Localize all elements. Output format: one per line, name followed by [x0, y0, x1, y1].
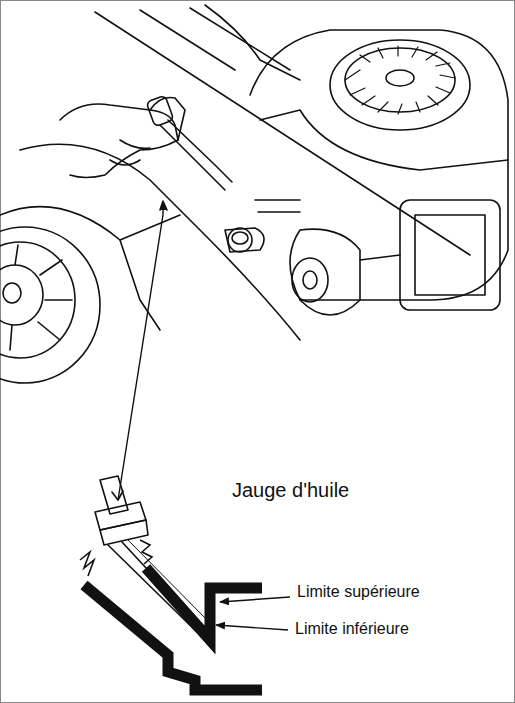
level-label: Limite inférieure [295, 619, 409, 638]
level-label: Limite supérieure [297, 582, 420, 601]
part-label: Jauge d'huile [232, 478, 349, 502]
